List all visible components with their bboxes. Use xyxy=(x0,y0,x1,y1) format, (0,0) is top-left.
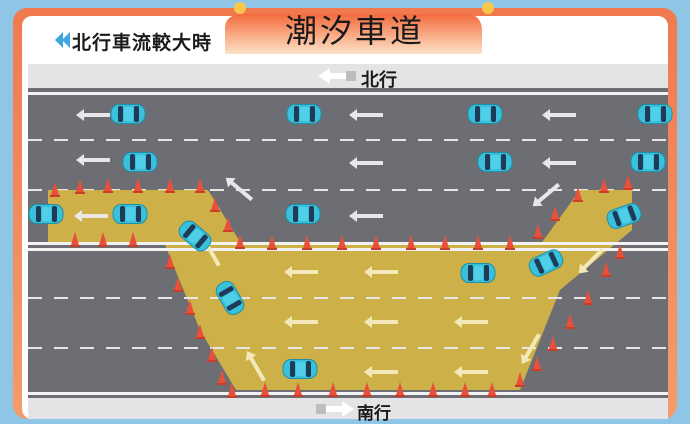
page-title: 潮汐車道 xyxy=(284,12,425,50)
south-direction-label: 南行 xyxy=(357,404,391,424)
double-chevron-left-icon[interactable] xyxy=(55,32,70,48)
center-double-line xyxy=(28,242,668,251)
arrow-right-icon xyxy=(316,401,354,417)
road-edge-top xyxy=(28,92,668,95)
road-edge-bottom xyxy=(28,392,668,395)
title-lamp-right xyxy=(482,2,494,14)
title-lamp-left xyxy=(234,2,246,14)
page-subtitle: 北行車流較大時 xyxy=(72,32,213,54)
lane-dividers-south xyxy=(28,297,668,349)
title-tab xyxy=(225,14,482,54)
arrow-left-icon xyxy=(318,68,356,84)
north-direction-label: 北行 xyxy=(361,70,397,91)
